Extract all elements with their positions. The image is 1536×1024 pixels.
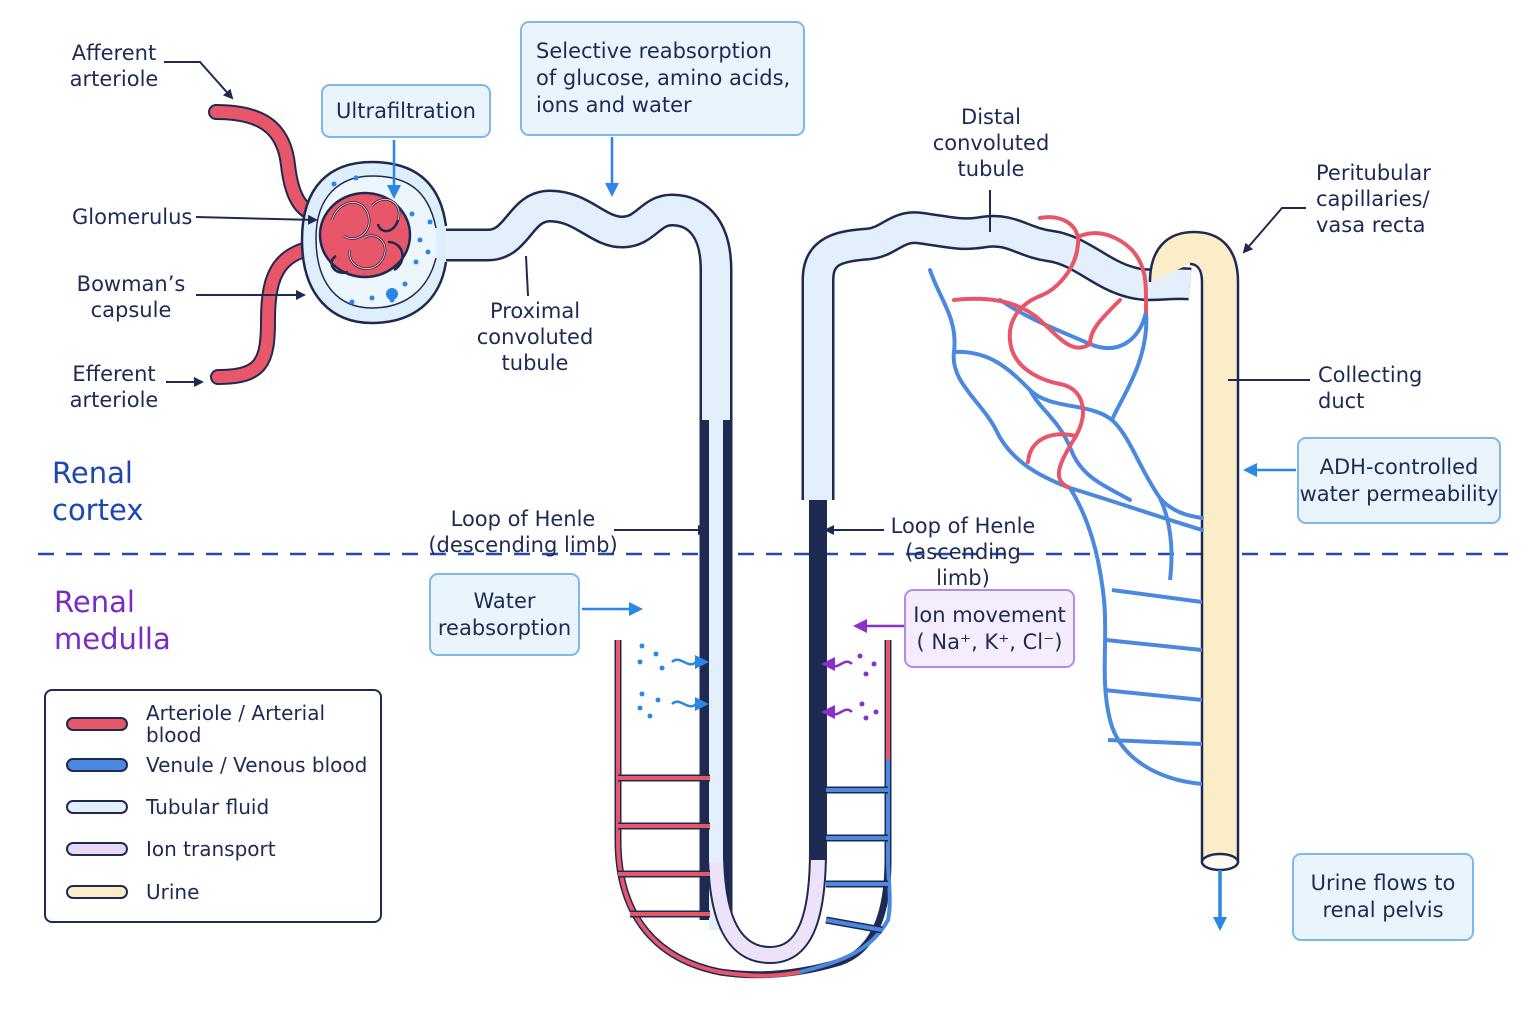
legend: Arteriole / Arterial blood Venule / Veno… bbox=[44, 689, 382, 923]
ion-transport-swatch bbox=[66, 842, 128, 856]
loop-ascending-label: Loop of Henle (ascending limb) bbox=[890, 514, 1036, 590]
legend-label: Tubular fluid bbox=[146, 795, 270, 819]
water-reabsorption-callout: Water reabsorption bbox=[429, 573, 580, 656]
water-movement bbox=[637, 643, 665, 719]
renal-cortex-label: Renal cortex bbox=[52, 456, 144, 527]
vasa-recta-loop bbox=[614, 640, 892, 979]
collecting-duct bbox=[1148, 230, 1240, 864]
efferent-arteriole-label: Efferent arteriole bbox=[69, 362, 159, 412]
peritubular-network bbox=[928, 215, 1204, 532]
afferent-arteriole-label: Afferent arteriole bbox=[69, 41, 159, 91]
bowmans-capsule-label: Bowman’s capsule bbox=[76, 272, 186, 322]
legend-item-tubular-fluid: Tubular fluid bbox=[66, 796, 269, 818]
proximal-tubule-label: Proximal convoluted tubule bbox=[476, 299, 594, 375]
peritubular-leader bbox=[1242, 207, 1306, 254]
glomerulus-knot bbox=[318, 191, 412, 279]
legend-item-arterial: Arteriole / Arterial blood bbox=[66, 702, 380, 746]
loop-descending-label: Loop of Henle (descending limb) bbox=[428, 507, 618, 557]
legend-item-venous: Venule / Venous blood bbox=[66, 754, 367, 776]
legend-label: Venule / Venous blood bbox=[146, 753, 368, 777]
ion-arrow-1 bbox=[821, 657, 853, 671]
arterial-swatch bbox=[66, 717, 128, 731]
ion-movement-callout: Ion movement ( Na⁺, K⁺, Cl⁻) bbox=[904, 589, 1075, 668]
ultrafiltration-callout: Ultrafiltration bbox=[321, 84, 491, 138]
distal-tubule bbox=[801, 211, 1192, 500]
glomerulus-leader bbox=[195, 214, 318, 225]
collecting-duct-label: Collecting duct bbox=[1318, 363, 1423, 413]
afferent-leader bbox=[164, 61, 234, 100]
peritubular-capillaries-label: Peritubular capillaries/ vasa recta bbox=[1316, 161, 1431, 237]
venous-swatch bbox=[66, 758, 128, 772]
legend-label: Urine bbox=[146, 880, 200, 904]
ion-movement bbox=[857, 653, 879, 721]
water-arrow-2 bbox=[671, 697, 709, 711]
legend-label: Ion transport bbox=[146, 837, 276, 861]
proximal-leader bbox=[525, 255, 529, 297]
filtrate-dots bbox=[331, 175, 433, 305]
tubular-fluid-swatch bbox=[66, 800, 128, 814]
distal-tubule-label: Distal convoluted tubule bbox=[932, 105, 1050, 181]
glomerulus-label: Glomerulus bbox=[72, 205, 193, 229]
legend-label: Arteriole / Arterial blood bbox=[146, 701, 326, 747]
water-arrow-1 bbox=[671, 655, 709, 669]
selective-reabsorption-callout: Selective reabsorption of glucose, amino… bbox=[520, 21, 805, 136]
vasa-recta-right bbox=[1068, 486, 1203, 786]
urine-flow-callout: Urine flows to renal pelvis bbox=[1292, 853, 1474, 941]
adh-callout: ADH-controlled water permeability bbox=[1297, 437, 1501, 524]
legend-item-ion-transport: Ion transport bbox=[66, 838, 276, 860]
urine-swatch bbox=[66, 885, 128, 899]
ion-arrow-2 bbox=[821, 705, 853, 719]
legend-item-urine: Urine bbox=[66, 881, 199, 903]
collecting-duct-opening bbox=[1200, 852, 1240, 872]
renal-medulla-label: Renal medulla bbox=[54, 585, 171, 656]
